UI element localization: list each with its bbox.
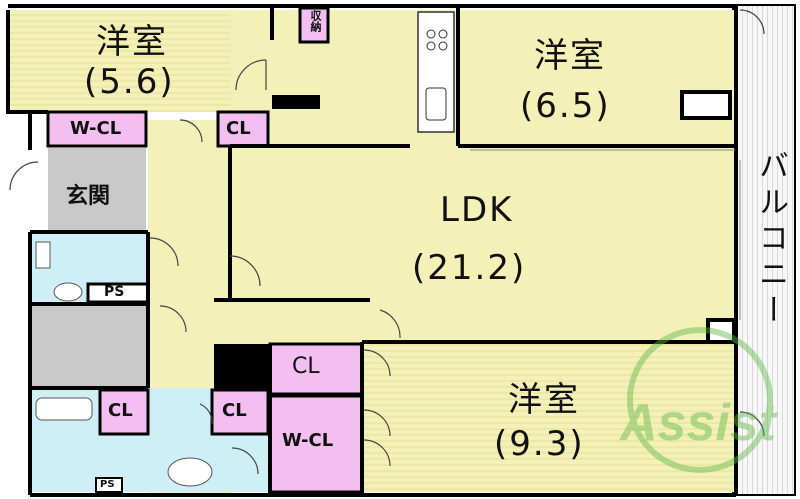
closet-cl-bath: [98, 388, 150, 436]
windows: [470, 149, 741, 320]
bathtub-icon: [35, 397, 93, 421]
room-name-western-nw: 洋室: [96, 22, 168, 62]
kitchen-counter: [417, 11, 455, 133]
closet-wcl-top: [46, 110, 148, 148]
closet-wcl-bottom: [268, 394, 364, 494]
closet-cl-big: [268, 342, 364, 396]
label-balcony: バルコニー: [753, 150, 788, 330]
storage-box: [298, 6, 330, 44]
wall-stub-ne: [680, 90, 732, 120]
stove-burner: [426, 29, 436, 39]
room-ldk-left: [230, 145, 370, 345]
room-name-ldk: LDK: [440, 190, 514, 230]
label-cl-bath: CL: [108, 400, 133, 421]
label-entrance: 玄関: [66, 184, 111, 209]
stove-burner: [438, 29, 448, 39]
bathroom-area: [30, 302, 148, 388]
room-western-nw: [8, 10, 272, 112]
label-cl-hall: CL: [222, 400, 247, 421]
label-storage: 収納: [309, 10, 322, 32]
balcony-area: [732, 4, 796, 496]
sink: [425, 87, 447, 121]
room-area-western-ne: (6.5): [520, 86, 611, 126]
door-swings: [9, 9, 765, 475]
label-wcl-top: W-CL: [70, 118, 122, 139]
label-cl-top: CL: [226, 118, 251, 139]
label-ps-bottom: PS: [100, 479, 115, 490]
entrance-area: [48, 148, 146, 230]
toilet-icon: [53, 282, 83, 302]
washbasin-icon: [167, 457, 213, 487]
room-name-western-ne: 洋室: [534, 36, 606, 76]
toilet-tank-icon: [35, 241, 51, 269]
watermark-logo: Assist: [618, 327, 779, 473]
room-western-se: [362, 342, 735, 492]
stove-burner: [438, 41, 448, 51]
stove-burner: [426, 41, 436, 51]
label-ps-mid: PS: [104, 284, 125, 300]
ps-box-small: [95, 477, 123, 493]
column-block: [214, 344, 270, 390]
room-name-western-se: 洋室: [508, 380, 580, 420]
wall-stub-se: [706, 318, 736, 344]
room-area-western-se: (9.3): [494, 424, 585, 464]
wall-stub-mid: [272, 95, 320, 109]
label-cl-big: CL: [292, 354, 320, 379]
label-wcl-bottom: W-CL: [282, 430, 334, 451]
watermark-text: Assist: [618, 394, 779, 452]
walls: [6, 4, 738, 497]
room-area-western-nw: (5.6): [84, 62, 175, 102]
room-area-ldk: (21.2): [412, 248, 527, 288]
